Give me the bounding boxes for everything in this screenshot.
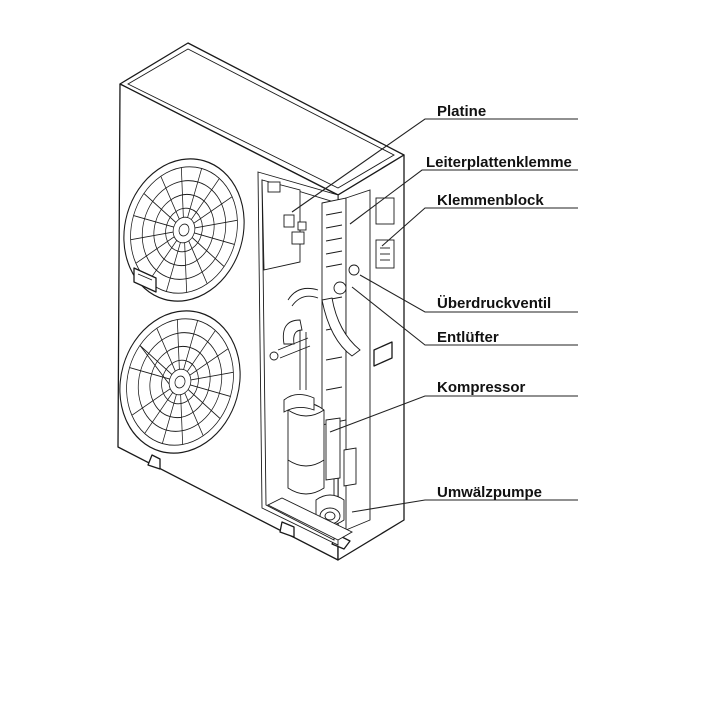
label-leiterplattenklemme: Leiterplattenklemme xyxy=(426,154,572,171)
leader-platine xyxy=(291,118,578,213)
lower-fan-icon xyxy=(119,310,241,454)
label-platine: Platine xyxy=(437,103,486,120)
leader-ueberdruckventil xyxy=(359,274,578,313)
label-ueberdruckventil: Überdruckventil xyxy=(437,295,551,312)
leader-leiterplattenklemme xyxy=(349,169,578,225)
callout-lines xyxy=(291,118,578,513)
label-klemmenblock: Klemmenblock xyxy=(437,192,544,209)
label-entluefter: Entlüfter xyxy=(437,329,499,346)
service-compartment xyxy=(257,171,395,546)
leader-umwaelzpumpe xyxy=(351,499,578,513)
callout-labels: Platine Leiterplattenklemme Klemmenblock… xyxy=(426,103,572,501)
upper-fan-icon xyxy=(123,158,245,302)
front-handle-icon xyxy=(133,267,157,293)
label-kompressor: Kompressor xyxy=(437,379,526,396)
leader-kompressor xyxy=(329,395,578,433)
leader-klemmenblock xyxy=(381,207,578,247)
label-umwaelzpumpe: Umwälzpumpe xyxy=(437,484,542,501)
leader-entluefter xyxy=(351,286,578,346)
